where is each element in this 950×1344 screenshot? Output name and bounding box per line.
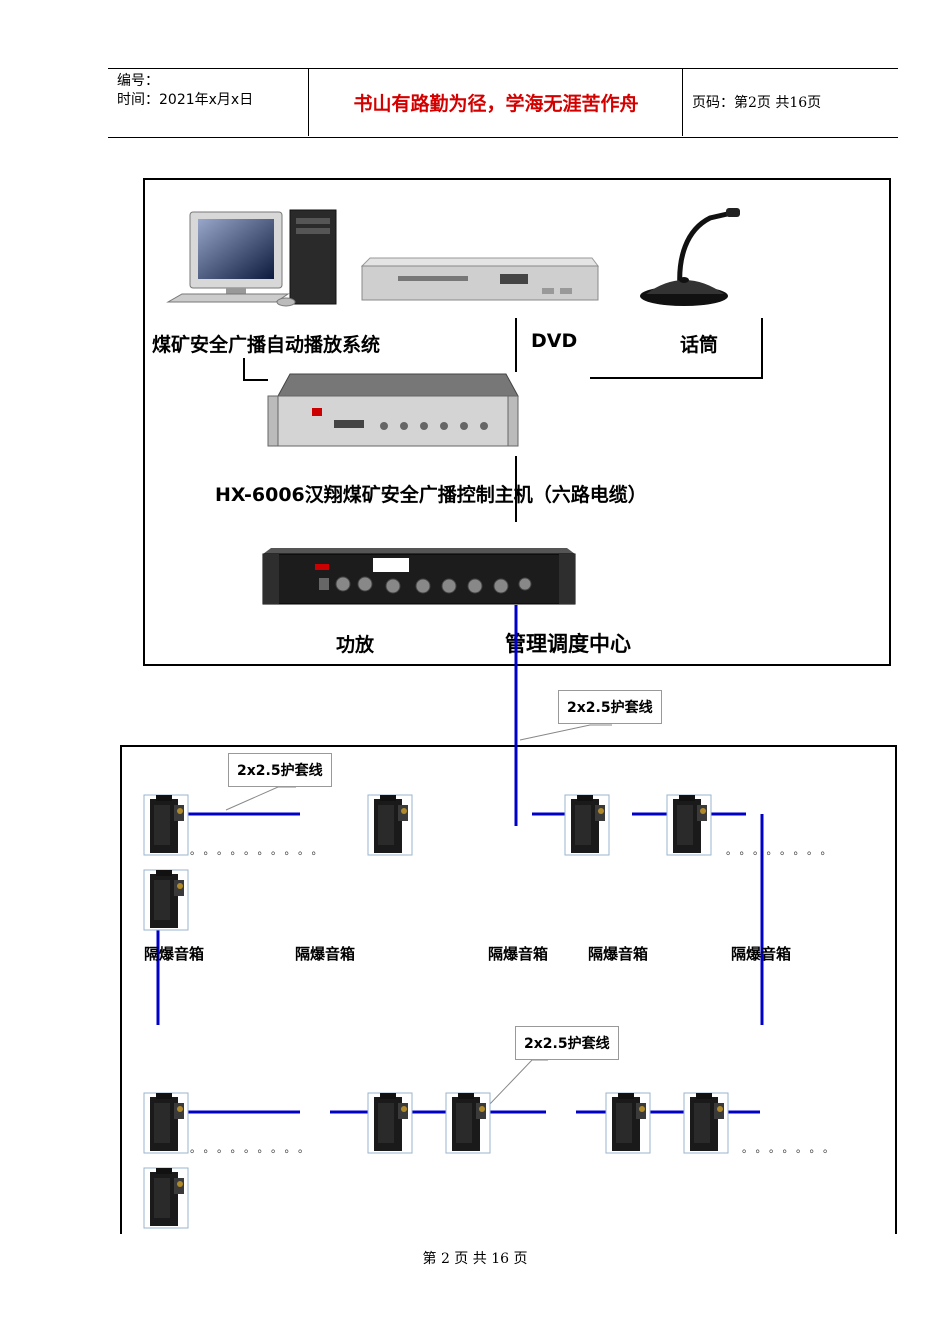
cable-callout-2: 2x2.5护套线 <box>228 753 332 787</box>
continuation-dots: 。。。。。。。 <box>742 1142 842 1155</box>
page-footer: 第 2 页 共 16 页 <box>422 1251 528 1267</box>
cable-callout-3: 2x2.5护套线 <box>515 1026 619 1060</box>
continuation-dots: 。。。。。。。。。。 <box>190 844 331 857</box>
amp-label: 功放 <box>336 634 375 656</box>
system-label: 煤矿安全广播自动播放系统 <box>152 334 381 356</box>
header-table <box>108 68 898 138</box>
explosion-proof-speaker-icon <box>683 1092 729 1154</box>
explosion-proof-speaker-icon <box>367 794 413 856</box>
speaker-label: 隔爆音箱 <box>295 945 356 963</box>
speaker-label: 隔爆音箱 <box>488 945 549 963</box>
dvd-label: DVD <box>531 330 578 352</box>
speaker-label: 隔爆音箱 <box>731 945 792 963</box>
speaker-label: 隔爆音箱 <box>588 945 649 963</box>
header-divider <box>682 68 683 136</box>
header-motto: 书山有路勤为径，学海无涯苦作舟 <box>353 92 639 115</box>
explosion-proof-speaker-icon <box>605 1092 651 1154</box>
explosion-proof-speaker-icon <box>666 794 712 856</box>
doc-code: 编号： <box>117 73 159 89</box>
microphone-icon <box>640 208 740 306</box>
host-label: HX-6006汉翔煤矿安全广播控制主机（六路电缆） <box>215 484 647 506</box>
cable-callout-1: 2x2.5护套线 <box>558 690 662 724</box>
explosion-proof-speaker-icon <box>564 794 610 856</box>
explosion-proof-speaker-icon <box>445 1092 491 1154</box>
header-page-code: 页码：第2页 共16页 <box>692 95 822 111</box>
center-label: 管理调度中心 <box>505 632 631 656</box>
mic-label: 话筒 <box>680 334 719 356</box>
explosion-proof-speaker-icon <box>143 869 189 931</box>
explosion-proof-speaker-icon <box>143 794 189 856</box>
header-meta: 编号： 时间：2021年x月x日 <box>117 72 253 110</box>
broadcast-host-icon <box>267 373 519 447</box>
header-divider <box>308 68 309 136</box>
amplifier-icon <box>262 548 576 605</box>
explosion-proof-speaker-icon <box>367 1092 413 1154</box>
computer-icon <box>166 209 337 307</box>
explosion-proof-speaker-icon <box>143 1167 189 1229</box>
speaker-label: 隔爆音箱 <box>144 945 205 963</box>
doc-time: 时间：2021年x月x日 <box>117 92 254 108</box>
dvd-player-icon <box>360 257 599 301</box>
continuation-dots: 。。。。。。。。。 <box>190 1142 317 1155</box>
continuation-dots: 。。。。。。。。 <box>726 844 840 857</box>
explosion-proof-speaker-icon <box>143 1092 189 1154</box>
